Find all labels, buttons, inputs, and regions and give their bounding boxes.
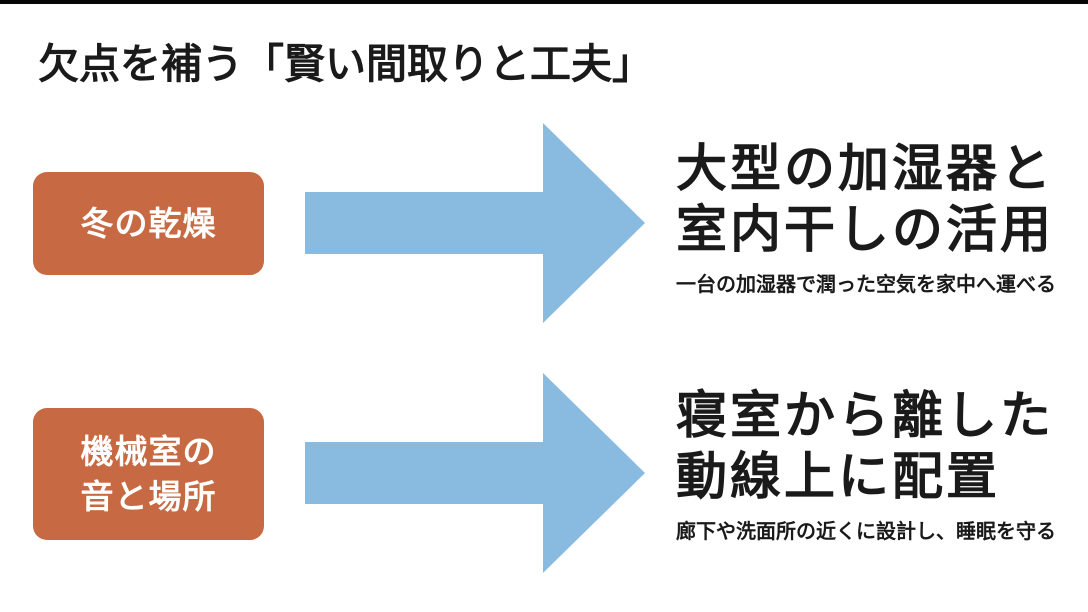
- solution-heading-line: 寝室から離した: [676, 387, 1055, 444]
- video-letterbox-bar: [0, 0, 1088, 4]
- problem-label-text: 機械室の: [80, 433, 217, 470]
- solution-subtitle: 廊下や洗面所の近くに設計し、睡眠を守る: [676, 521, 1056, 543]
- right-arrow-icon: [305, 123, 645, 323]
- solution-block-placement: 寝室から離した 動線上に配置 廊下や洗面所の近くに設計し、睡眠を守る: [676, 385, 1056, 544]
- solution-subtitle: 一台の加湿器で潤った空気を家中へ運べる: [676, 274, 1056, 296]
- problem-label-box-winter-dryness: 冬の乾燥: [33, 172, 264, 275]
- solution-heading-line: 動線上に配置: [676, 448, 1001, 505]
- problem-label-text: 音と場所: [80, 478, 217, 515]
- problem-label-text: 冬の乾燥: [80, 205, 217, 242]
- right-arrow-icon: [305, 373, 645, 573]
- solution-block-humidifier: 大型の加湿器と 室内干しの活用 一台の加湿器で潤った空気を家中へ運べる: [676, 138, 1056, 297]
- solution-heading-line: 室内干しの活用: [676, 201, 1055, 258]
- slide-title: 欠点を補う「賢い間取りと工夫」: [38, 41, 653, 87]
- problem-label-box-machine-room: 機械室の 音と場所: [33, 408, 264, 540]
- solution-heading-line: 大型の加湿器と: [676, 140, 1055, 197]
